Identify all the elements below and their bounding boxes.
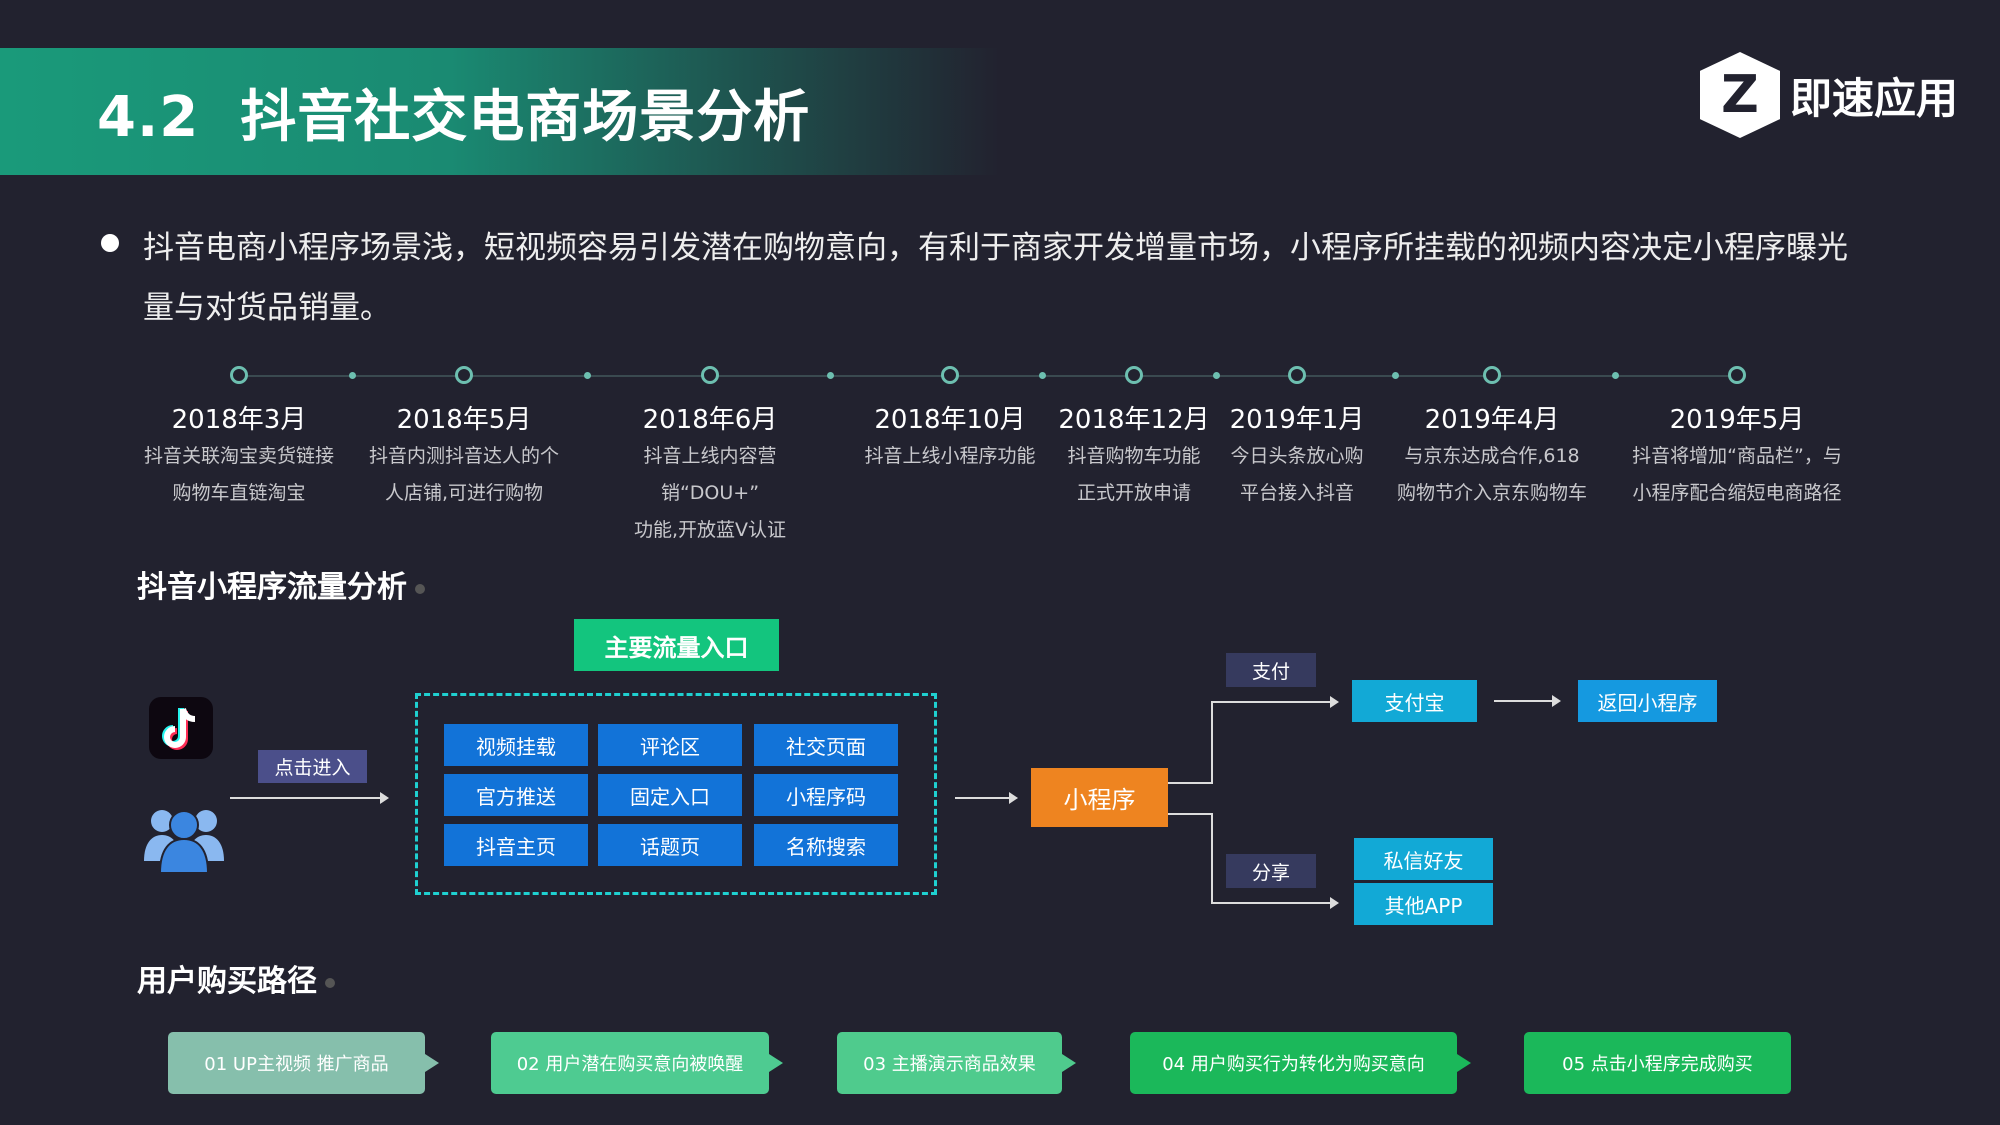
timeline-dot <box>1212 372 1220 379</box>
timeline-item: 2018年3月抖音关联淘宝卖货链接 购物车直链淘宝 <box>124 402 354 512</box>
timeline-dot <box>1391 372 1399 379</box>
connector <box>1211 813 1213 904</box>
other-app-node: 其他APP <box>1354 883 1493 925</box>
section-title-path: 用户购买路径 <box>137 956 335 1000</box>
share-label: 分享 <box>1226 854 1316 888</box>
return-mini-program-node: 返回小程序 <box>1578 680 1717 722</box>
timeline-item: 2019年1月今日头条放心购 平台接入抖音 <box>1182 402 1412 512</box>
logo-text: 即速应用 <box>1790 73 1959 123</box>
timeline-dot <box>584 372 591 379</box>
timeline-item: 2018年6月抖音上线内容营销“DOU+” 功能,开放蓝V认证 <box>595 402 825 549</box>
timeline-dot <box>1039 372 1046 379</box>
timeline-desc: 抖音购物车功能 正式开放申请 <box>1067 445 1201 504</box>
path-step-label: 01 UP主视频 推广商品 <box>204 1054 389 1075</box>
entry-item: 官方推送 <box>444 774 588 816</box>
arrow-to-mini-program <box>955 792 1018 804</box>
timeline-date: 2018年5月 <box>396 405 532 435</box>
timeline-node-icon <box>1483 366 1501 384</box>
private-message-node: 私信好友 <box>1354 838 1493 880</box>
tiktok-icon <box>149 697 213 759</box>
arrow-to-alipay <box>1211 696 1339 708</box>
timeline-desc: 抖音内测抖音达人的个 人店铺,可进行购物 <box>368 445 559 504</box>
header-band <box>0 48 1000 175</box>
timeline-node-icon <box>941 366 959 384</box>
timeline-node-icon <box>230 366 248 384</box>
arrow-to-return <box>1494 695 1561 707</box>
path-step: 02 用户潜在购买意向被唤醒 <box>491 1032 783 1094</box>
timeline-item: 2019年5月抖音将增加“商品栏”，与 小程序配合缩短电商路径 <box>1622 402 1852 512</box>
timeline-node-icon <box>701 366 719 384</box>
connector <box>1168 813 1213 815</box>
timeline-desc: 抖音上线小程序功能 <box>864 445 1036 467</box>
step-arrow-icon <box>1062 1054 1076 1072</box>
timeline-item: 2018年5月抖音内测抖音达人的个 人店铺,可进行购物 <box>349 402 579 512</box>
timeline-node-icon <box>1288 366 1306 384</box>
main-entry-label: 主要流量入口 <box>574 619 779 671</box>
logo-mark-icon: Z <box>1700 52 1780 138</box>
click-enter-label: 点击进入 <box>258 750 367 783</box>
timeline-desc: 抖音上线内容营销“DOU+” 功能,开放蓝V认证 <box>633 445 787 541</box>
bullet-icon <box>101 234 119 252</box>
bullet-text: 抖音电商小程序场景浅，短视频容易引发潜在购物意向，有利于商家开发增量市场，小程序… <box>143 230 1848 326</box>
timeline-desc: 今日头条放心购 平台接入抖音 <box>1230 445 1364 504</box>
timeline-date: 2019年4月 <box>1424 405 1560 435</box>
timeline-node-icon <box>455 366 473 384</box>
alipay-node: 支付宝 <box>1352 680 1477 722</box>
timeline-item: 2019年4月与京东达成合作,618 购物节介入京东购物车 <box>1377 402 1607 512</box>
path-step-label: 04 用户购买行为转化为购买意向 <box>1162 1054 1425 1075</box>
timeline-dot <box>827 372 834 379</box>
connector <box>1168 782 1213 784</box>
path-step: 04 用户购买行为转化为购买意向 <box>1130 1032 1471 1094</box>
arrow-to-share <box>1211 897 1339 909</box>
path-step: 05 点击小程序完成购买 <box>1524 1032 1791 1094</box>
path-step-label: 03 主播演示商品效果 <box>863 1054 1036 1075</box>
users-icon <box>144 810 224 873</box>
timeline-date: 2018年3月 <box>171 405 307 435</box>
timeline-item: 2018年12月抖音购物车功能 正式开放申请 <box>1019 402 1249 512</box>
pay-label: 支付 <box>1226 653 1316 687</box>
entry-item: 固定入口 <box>598 774 742 816</box>
mini-program-node: 小程序 <box>1031 768 1168 827</box>
timeline-desc: 抖音关联淘宝卖货链接 购物车直链淘宝 <box>143 445 334 504</box>
timeline-date: 2019年1月 <box>1229 405 1365 435</box>
entry-item: 评论区 <box>598 724 742 766</box>
entry-item: 话题页 <box>598 824 742 866</box>
section-title-traffic: 抖音小程序流量分析 <box>137 562 425 606</box>
timeline-date: 2019年5月 <box>1669 405 1805 435</box>
entry-item: 社交页面 <box>754 724 898 766</box>
entry-item: 小程序码 <box>754 774 898 816</box>
entry-item: 名称搜索 <box>754 824 898 866</box>
step-arrow-icon <box>769 1054 783 1072</box>
timeline-desc: 抖音将增加“商品栏”，与 小程序配合缩短电商路径 <box>1632 445 1842 504</box>
page-title: 4.2 抖音社交电商场景分析 <box>97 85 811 150</box>
entry-item: 视频挂载 <box>444 724 588 766</box>
step-arrow-icon <box>425 1054 439 1072</box>
logo: Z 即速应用 <box>1700 52 1958 138</box>
path-step-label: 02 用户潜在购买意向被唤醒 <box>516 1054 744 1075</box>
entry-dashed-box <box>415 693 937 895</box>
timeline-date: 2018年10月 <box>874 405 1026 435</box>
timeline-dot <box>348 372 356 379</box>
arrow-to-entries <box>230 792 389 804</box>
timeline-node-icon <box>1125 366 1143 384</box>
entry-item: 抖音主页 <box>444 824 588 866</box>
timeline-date: 2018年12月 <box>1058 405 1210 435</box>
path-step: 01 UP主视频 推广商品 <box>168 1032 439 1094</box>
timeline-node-icon <box>1728 366 1746 384</box>
timeline-date: 2018年6月 <box>642 405 778 435</box>
timeline-item: 2018年10月抖音上线小程序功能 <box>835 402 1065 475</box>
step-arrow-icon <box>1457 1054 1471 1072</box>
connector <box>1211 701 1213 784</box>
timeline-desc: 与京东达成合作,618 购物节介入京东购物车 <box>1396 445 1587 504</box>
timeline-dot <box>1611 372 1619 379</box>
path-step-label: 05 点击小程序完成购买 <box>1562 1054 1753 1075</box>
path-step: 03 主播演示商品效果 <box>837 1032 1076 1094</box>
timeline-line <box>239 375 1737 377</box>
